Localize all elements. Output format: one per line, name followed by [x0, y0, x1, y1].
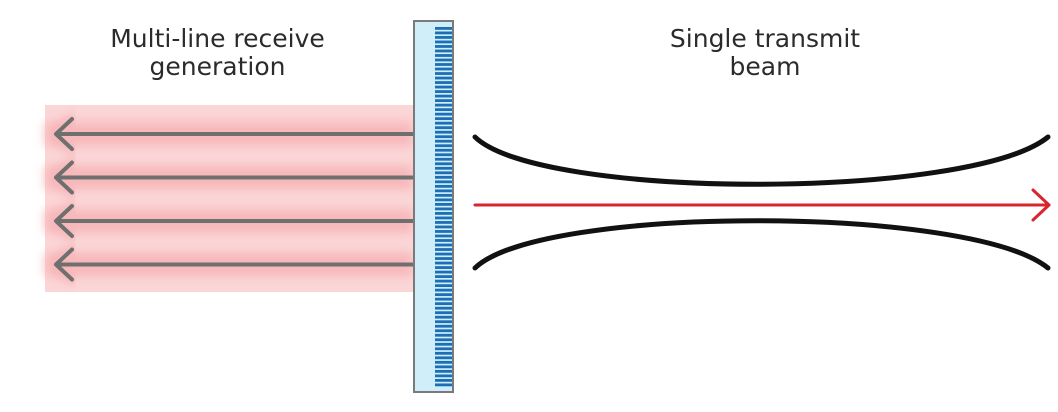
- transducer-element: [435, 94, 452, 98]
- transducer-element: [435, 311, 452, 315]
- transducer-element: [435, 216, 452, 220]
- transducer-element: [435, 144, 452, 148]
- transducer-element: [435, 360, 452, 364]
- transducer-element: [435, 315, 452, 319]
- transducer-element: [435, 234, 452, 238]
- receive-arrow-head: [54, 204, 74, 238]
- transducer-element: [435, 365, 452, 369]
- transducer-element: [435, 338, 452, 342]
- transducer-element: [435, 40, 452, 44]
- transducer-element: [435, 288, 452, 292]
- transducer-element: [435, 72, 452, 75]
- transducer-element: [435, 207, 452, 211]
- transducer-element: [435, 257, 452, 260]
- transducer-element: [435, 171, 452, 175]
- transmit-arrow-head: [1031, 188, 1051, 222]
- transducer-element: [435, 347, 452, 351]
- transducer-element: [435, 126, 452, 130]
- transducer-element: [435, 90, 452, 93]
- transducer-array: [413, 20, 454, 393]
- transducer-element: [435, 374, 452, 378]
- transducer-element: [435, 81, 452, 84]
- receive-caption: Multi-line receive generation: [60, 25, 375, 81]
- receive-arrow-head: [54, 117, 74, 151]
- receive-caption-line1: Multi-line receive: [110, 24, 325, 53]
- transducer-element: [435, 63, 452, 66]
- transducer-element: [435, 139, 452, 143]
- transducer-element: [435, 117, 452, 121]
- transducer-element: [435, 243, 452, 247]
- receive-arrow-head: [54, 247, 74, 282]
- transducer-element: [435, 166, 452, 170]
- transducer-element: [435, 85, 452, 89]
- transducer-element: [435, 284, 452, 288]
- transducer-element: [435, 369, 452, 373]
- transducer-element: [435, 329, 452, 333]
- transducer-element: [435, 261, 452, 265]
- transducer-element: [435, 45, 452, 48]
- transducer-element: [435, 302, 452, 306]
- transducer-element: [435, 324, 452, 328]
- transducer-element: [435, 121, 452, 125]
- transducer-element: [435, 189, 452, 193]
- transducer-element: [435, 157, 452, 161]
- transducer-element: [435, 135, 452, 139]
- beam-lower-boundary: [472, 218, 1051, 271]
- transducer-element: [435, 54, 452, 57]
- transducer-element: [435, 27, 452, 30]
- transducer-elements: [435, 27, 452, 387]
- transducer-element: [435, 383, 452, 387]
- transducer-element: [435, 99, 452, 102]
- transducer-element: [435, 333, 452, 337]
- receive-caption-line2: generation: [149, 52, 286, 81]
- transducer-element: [435, 31, 452, 35]
- transducer-element: [435, 230, 452, 233]
- transducer-element: [435, 275, 452, 278]
- transducer-element: [435, 202, 452, 206]
- transducer-element: [435, 193, 452, 197]
- transducer-element: [435, 103, 452, 107]
- transmit-caption: Single transmit beam: [620, 25, 910, 81]
- transducer-element: [435, 270, 452, 274]
- transducer-element: [435, 320, 452, 324]
- transducer-element: [435, 293, 452, 297]
- transmit-beam-group: [472, 134, 1051, 271]
- transducer-element: [435, 279, 452, 283]
- transducer-element: [435, 180, 452, 184]
- transducer-element: [435, 297, 452, 301]
- transducer-element: [435, 248, 452, 251]
- transducer-element: [435, 112, 452, 116]
- transducer-element: [435, 108, 452, 112]
- transducer-element: [435, 306, 452, 310]
- transducer-element: [435, 342, 452, 346]
- transducer-element: [435, 153, 452, 157]
- transducer-element: [435, 356, 452, 360]
- transducer-element: [435, 212, 452, 215]
- transducer-element: [435, 198, 452, 202]
- transducer-element: [435, 130, 452, 134]
- transducer-element: [435, 36, 452, 39]
- transducer-element: [435, 67, 452, 71]
- transducer-element: [435, 221, 452, 224]
- transducer-element: [435, 239, 452, 242]
- transducer-element: [435, 58, 452, 62]
- transducer-element: [435, 76, 452, 80]
- transducer-element: [435, 162, 452, 166]
- transducer-element: [435, 378, 452, 382]
- beam-upper-boundary: [472, 134, 1051, 187]
- multi-line-receive-group: [45, 105, 415, 292]
- transducer-element: [435, 148, 452, 152]
- transducer-element: [435, 175, 452, 179]
- transmit-caption-line2: beam: [729, 52, 801, 81]
- transducer-element: [435, 266, 452, 269]
- transmit-caption-line1: Single transmit: [669, 24, 861, 53]
- receive-arrow-head: [54, 160, 74, 195]
- transducer-element: [435, 49, 452, 53]
- transducer-element: [435, 184, 452, 188]
- transducer-element: [435, 225, 452, 229]
- transducer-element: [435, 351, 452, 355]
- transducer-element: [435, 252, 452, 256]
